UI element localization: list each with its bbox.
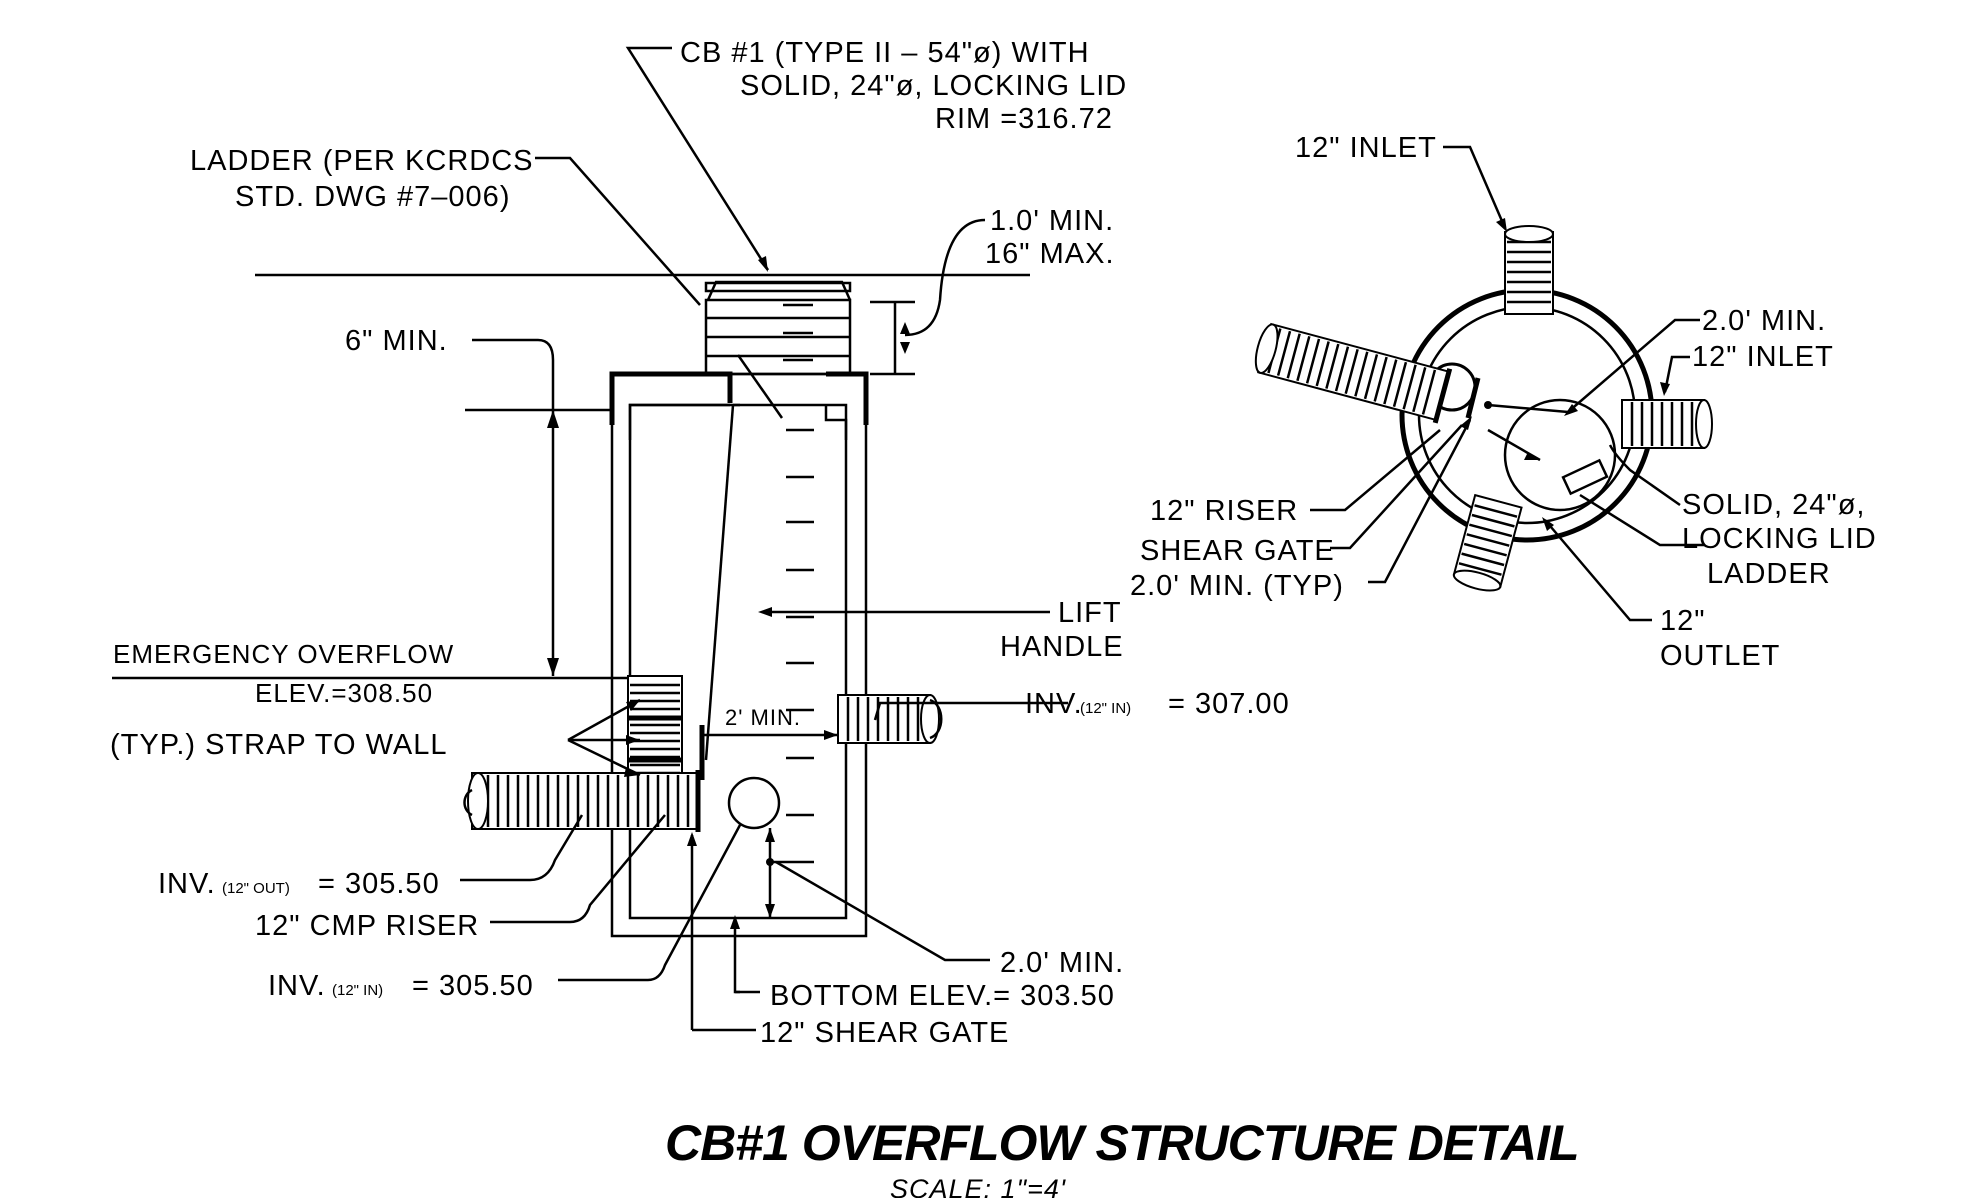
label-16in-max: 16" MAX. — [985, 238, 1115, 270]
outlet-pipe — [463, 770, 701, 832]
plan-label-min-typ: 2.0' MIN. (TYP) — [1130, 570, 1344, 602]
label-inv-in2-value: = 305.50 — [412, 970, 534, 1002]
label-2ft-min-inner: 2' MIN. — [725, 705, 801, 730]
plan-label-ladder: LADDER — [1707, 558, 1831, 590]
label-6in-min: 6" MIN. — [345, 325, 448, 357]
label-inv-in-value: = 307.00 — [1168, 688, 1290, 720]
plan-inlet-right — [1621, 399, 1713, 449]
leaders — [460, 46, 1068, 1032]
plan-label-outlet-12: 12" — [1660, 605, 1706, 637]
plan-view — [1254, 145, 1713, 622]
label-cb-rim: RIM =316.72 — [935, 103, 1113, 135]
plan-label-inlet-right: 12" INLET — [1692, 341, 1834, 373]
structure-wall-outer — [610, 372, 868, 938]
plan-label-outlet: OUTLET — [1660, 640, 1780, 672]
label-bottom-elev: BOTTOM ELEV.= 303.50 — [770, 980, 1115, 1012]
plan-leaders — [1310, 145, 1705, 622]
label-ladder-line2: STD. DWG #7–006) — [235, 181, 510, 213]
ladder-plan — [1561, 458, 1609, 496]
lid — [704, 281, 852, 293]
drawing-title: CB#1 OVERFLOW STRUCTURE DETAIL — [665, 1115, 1579, 1171]
lift-handle-rod — [704, 404, 735, 761]
label-inv-in2-prefix: INV. — [268, 970, 326, 1002]
label-1ft-min: 1.0' MIN. — [990, 205, 1114, 237]
label-inv-in-prefix: INV. — [1025, 688, 1083, 720]
label-inv-out-value: = 305.50 — [318, 868, 440, 900]
label-strap-to-wall: (TYP.) STRAP TO WALL — [110, 729, 448, 761]
plan-label-2ft-min: 2.0' MIN. — [1702, 305, 1826, 337]
lid-circle — [1503, 398, 1617, 512]
plan-label-locking: LOCKING LID — [1682, 523, 1877, 555]
label-handle: HANDLE — [1000, 631, 1124, 663]
label-inv-out-small: (12" OUT) — [222, 880, 290, 897]
label-2ft-min-bottom: 2.0' MIN. — [1000, 947, 1124, 979]
plan-label-riser: 12" RISER — [1150, 495, 1298, 527]
label-emergency-overflow: EMERGENCY OVERFLOW — [113, 639, 454, 669]
label-shear-gate: 12" SHEAR GATE — [760, 1017, 1009, 1049]
plan-label-inlet-top: 12" INLET — [1295, 132, 1437, 164]
labels: CB #1 (TYPE II – 54"ø) WITH SOLID, 24"ø,… — [110, 37, 1877, 1198]
plan-outlet — [1452, 493, 1523, 592]
label-lift: LIFT — [1058, 597, 1122, 629]
plan-riser-pipe — [1254, 322, 1453, 424]
drawing-scale: SCALE: 1"=4' — [890, 1174, 1066, 1198]
structure-wall-inner — [628, 403, 848, 920]
label-inv-out-prefix: INV. — [158, 868, 216, 900]
label-emergency-elev: ELEV.=308.50 — [255, 678, 433, 708]
label-cb-line2: SOLID, 24"ø, LOCKING LID — [740, 70, 1127, 102]
ladder — [783, 303, 814, 864]
plan-label-solid: SOLID, 24"ø, — [1682, 489, 1865, 521]
label-inv-in-small: (12" IN) — [1080, 700, 1131, 717]
label-cmp-riser: 12" CMP RISER — [255, 910, 479, 942]
label-cb-line1: CB #1 (TYPE II – 54"ø) WITH — [680, 37, 1090, 69]
plan-inlet-top — [1504, 225, 1554, 315]
label-inv-in2-small: (12" IN) — [332, 982, 383, 999]
plan-label-shear-gate: SHEAR GATE — [1140, 535, 1335, 567]
label-ladder-line1: LADDER (PER KCRDCS — [190, 145, 534, 177]
section-view — [112, 46, 1068, 1032]
inlet-orifice — [727, 776, 781, 830]
dimensions — [112, 218, 990, 962]
